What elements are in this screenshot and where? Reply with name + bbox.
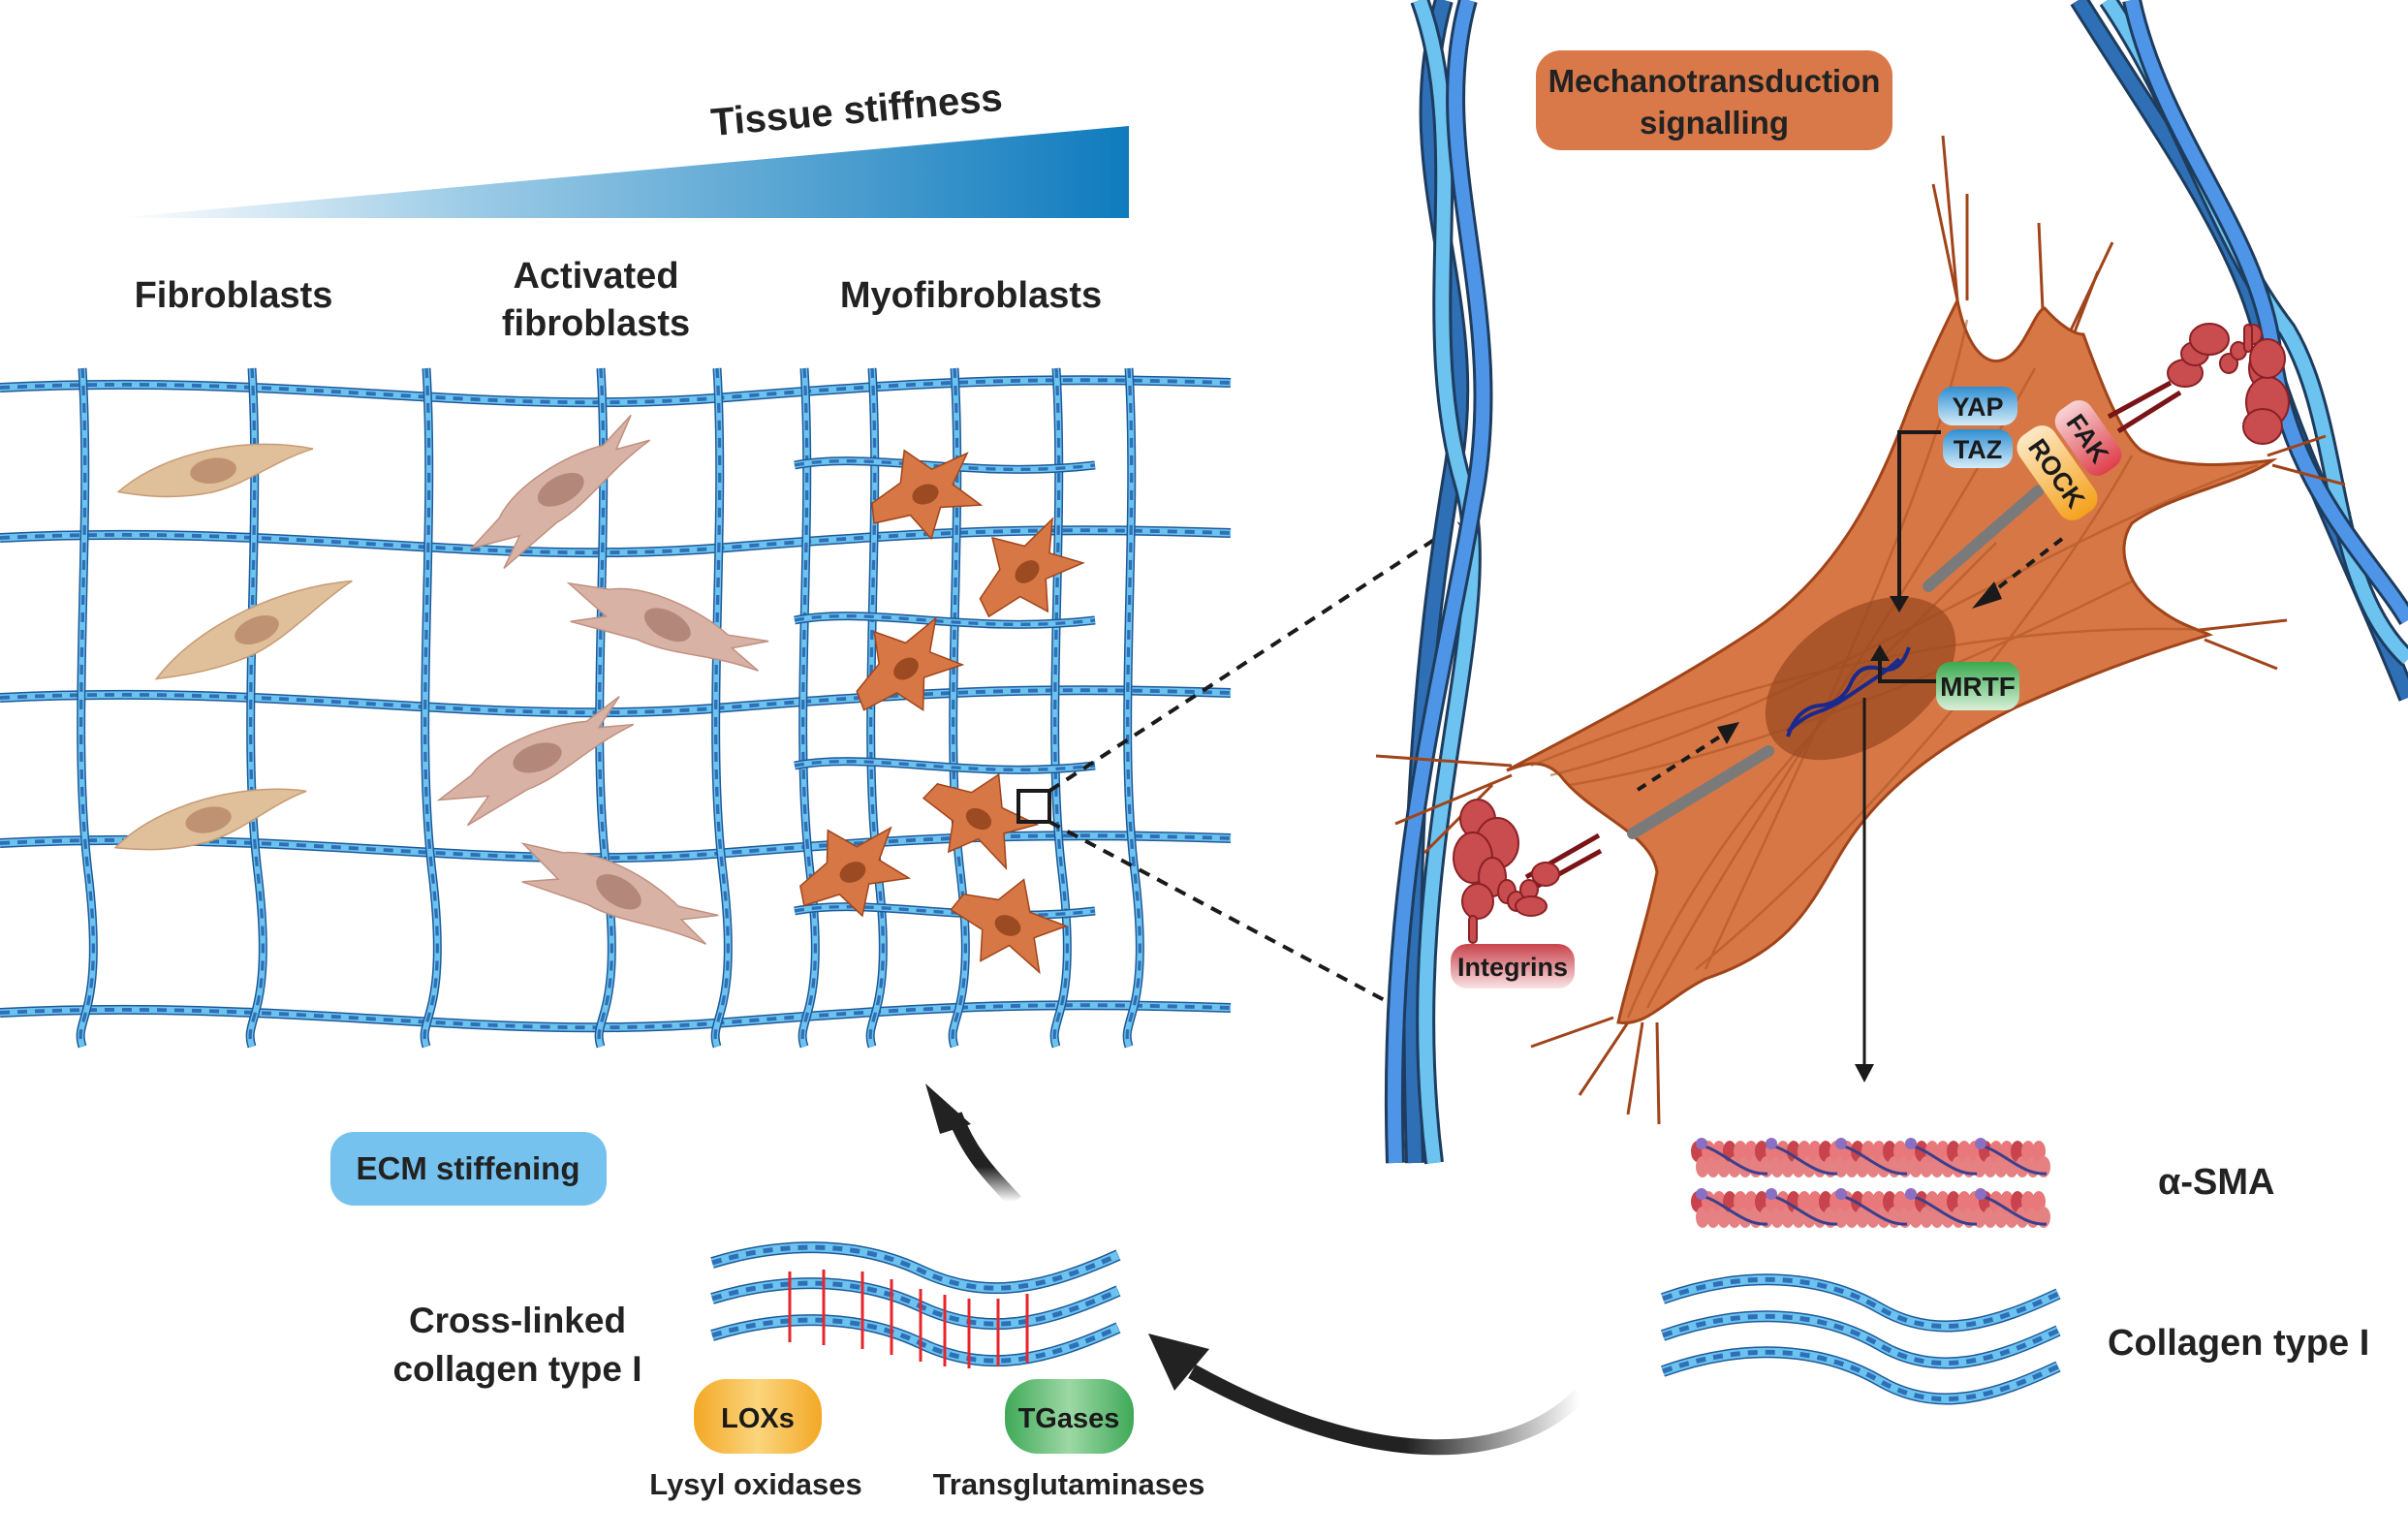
zoom-line-lower [1048,820,1411,1016]
loxs-badge: LOXs [694,1379,822,1454]
collagen-strand [1660,1346,2061,1405]
integrin-cluster-left [1453,799,1603,944]
integrins-label: Integrins [1457,953,1568,982]
activated-fibroblast-cell [566,581,769,672]
vertical-collagen-fiber [865,367,888,1049]
arrowhead-icon [1890,596,1909,612]
vertical-collagen-fiber [1122,367,1144,1049]
ecm-stiffening-label: ECM stiffening [357,1150,580,1186]
integrin-cluster-right [2107,323,2290,445]
mechanotransduction-line2: signalling [1640,105,1789,141]
fibroblast-cell [154,580,353,680]
horizontal-collagen-fiber [0,685,1232,718]
collagen-type-i-label: Collagen type I [2108,1323,2369,1364]
alpha-sma-label: α-SMA [2158,1162,2274,1203]
collagen-strand [710,1314,1121,1367]
curved-arrow-to-mesh [925,1083,1021,1208]
signal-dashed-arrow [1989,537,2064,595]
vertical-collagen-fiber [594,367,616,1049]
crosslinked-collagen-strands [710,1241,1121,1368]
mechanotransduction-box: Mechanotransduction signalling [1536,50,1892,150]
taz-label: TAZ [1954,435,2002,464]
transglutaminases-label: Transglutaminases [933,1467,1205,1501]
myofibroblast-cell [979,517,1085,618]
fibroblast-cell [116,443,314,498]
cells-in-mesh [113,414,1085,975]
actin-filament [1627,745,1774,839]
actin-filament-row [1691,1138,2050,1177]
stiffness-wedge [115,126,1129,218]
filopodia [1375,135,2346,1125]
arrowhead-icon [1855,1064,1874,1083]
horizontal-collagen-fiber [0,375,1232,408]
tgases-label: TGases [1018,1403,1120,1434]
crosslinked-label-line1: Cross-linked [409,1301,626,1340]
stage-label-fibroblasts: Fibroblasts [135,275,333,316]
fibroblast-cell [113,788,307,851]
zoom-line-upper [1048,521,1461,793]
dna-helix-icon [1786,657,1901,734]
activated-fibroblast-cell [469,414,651,569]
horizontal-collagen-fiber [794,757,1096,774]
horizontal-collagen-fiber [794,902,1096,920]
yap-taz-arrow [1897,430,1941,596]
collagen-type-i-strands [1660,1273,2061,1405]
tissue-stiffness-gradient: Tissue stiffness [115,77,1129,218]
vertical-collagen-fiber [1049,367,1072,1049]
stage-label-myofibroblasts: Myofibroblasts [840,275,1102,316]
crosslinked-label-line2: collagen type I [392,1349,641,1389]
actin-filament [1923,484,2046,592]
horizontal-collagen-fiber [794,612,1096,629]
integrins-badge: Integrins [1451,944,1575,989]
loxs-label: LOXs [721,1403,795,1434]
stage-label-activated-line1: Activated [513,256,678,297]
nucleus [1765,596,1956,761]
lysyl-oxidases-label: Lysyl oxidases [649,1467,861,1501]
myofibroblast-cell [799,826,912,918]
collagen-strand [710,1241,1121,1295]
yap-badge: YAP [1938,387,2017,425]
stage-label-activated-line2: fibroblasts [502,303,690,344]
vertical-collagen-fiber [76,367,98,1049]
stage-labels: Fibroblasts Activated fibroblasts Myofib… [135,256,1103,344]
arrowhead-icon [1972,581,2002,609]
curved-arrow-to-crosslinked [1148,1334,1585,1456]
collagen-strand [1660,1310,2061,1369]
mrtf-label: MRTF [1940,672,2016,702]
tissue-stiffness-label: Tissue stiffness [709,77,1004,144]
mechanotransduction-line1: Mechanotransduction [1548,63,1881,99]
myofibroblast-cell [871,449,984,541]
ecm-stiffening-box: ECM stiffening [330,1132,607,1206]
mrtf-badge: MRTF [1936,662,2019,710]
vertical-collagen-fiber [420,367,442,1049]
alpha-sma-filaments [1691,1138,2050,1228]
arrowhead-icon [1717,722,1739,744]
activated-fibroblast-cell [520,842,719,945]
myofibroblast-cell [922,772,1040,871]
dna-strand [1786,646,1911,738]
actin-filament-row [1691,1188,2050,1228]
collagen-fiber-left [1384,0,1493,1165]
horizontal-collagen-fiber [0,525,1232,558]
myofibroblast-cell [950,878,1069,975]
vertical-collagen-fiber [710,367,733,1049]
collagen-mesh [0,367,1232,1049]
collagen-strand [1660,1273,2061,1333]
tgases-badge: TGases [1005,1379,1134,1454]
activated-fibroblast-cell [436,696,635,827]
vertical-collagen-fiber [797,367,820,1049]
mrtf-arrow [1878,659,1938,683]
arrowhead-icon [1870,644,1890,661]
taz-badge: TAZ [1943,429,2013,468]
yap-label: YAP [1952,392,2003,422]
magnifier-box [1016,789,1051,824]
horizontal-collagen-fiber [0,1000,1232,1033]
myofibroblast-cell [856,616,965,711]
